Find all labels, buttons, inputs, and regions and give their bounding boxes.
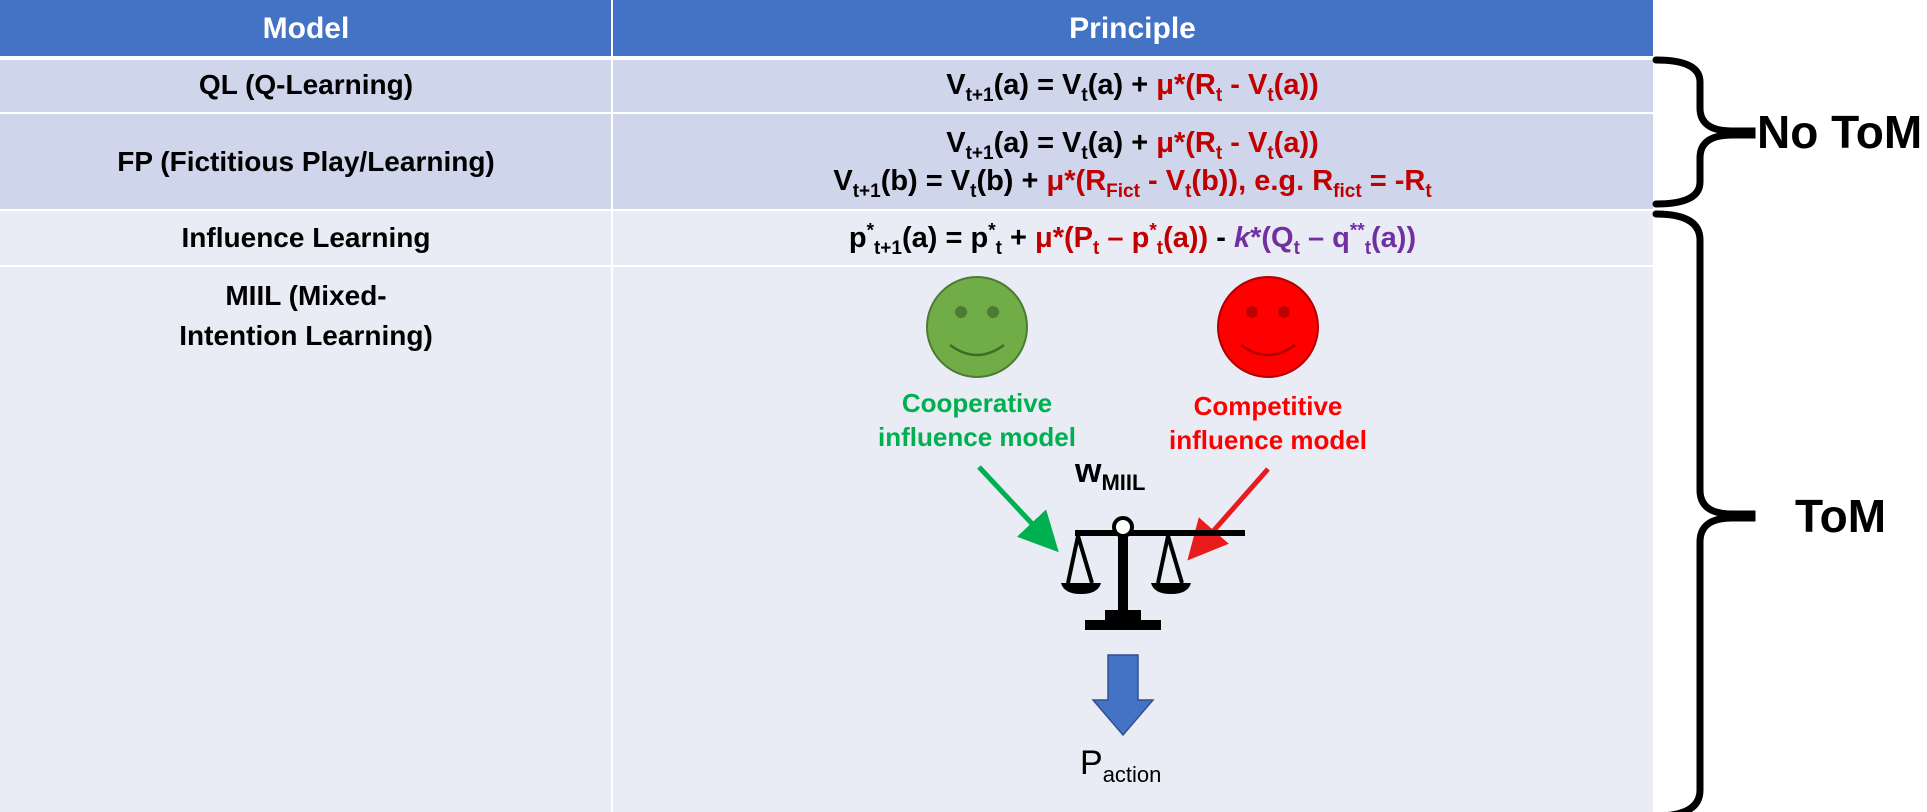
- fp-equation-2: Vt+1(b) = Vt(b) + μ*(RFict - Vt(b)), e.g…: [833, 164, 1432, 202]
- smiley-face-icon: [926, 276, 1028, 378]
- row-fp-model: FP (Fictitious Play/Learning): [0, 113, 612, 210]
- header-divider: [0, 56, 1653, 60]
- tom-brace: [1652, 210, 1756, 812]
- header-model: Model: [0, 0, 612, 57]
- row-divider: [0, 112, 1653, 114]
- down-arrow-icon: [1091, 654, 1155, 737]
- row-ql-model: QL (Q-Learning): [0, 57, 612, 113]
- column-divider: [611, 0, 613, 812]
- row-divider: [0, 265, 1653, 267]
- ql-equation: Vt+1(a) = Vt(a) + μ*(Rt - Vt(a)): [946, 69, 1319, 106]
- balance-scale-icon: [1061, 516, 1245, 630]
- fp-equation-1: Vt+1(a) = Vt(a) + μ*(Rt - Vt(a)): [946, 126, 1319, 164]
- cooperative-model-label: Cooperative influence model: [878, 388, 1076, 452]
- row-ql-formula: Vt+1(a) = Vt(a) + μ*(Rt - Vt(a)): [612, 57, 1653, 113]
- row-divider: [0, 209, 1653, 211]
- tom-label: ToM: [1795, 490, 1887, 542]
- competitive-model-label: Competitive influence model: [1169, 391, 1367, 455]
- no-tom-label: No ToM: [1757, 106, 1923, 158]
- row-fp-formula: Vt+1(a) = Vt(a) + μ*(Rt - Vt(a)) Vt+1(b)…: [612, 113, 1653, 210]
- il-equation: p*t+1(a) = p*t + μ*(Pt – p*t(a)) - k*(Qt…: [848, 220, 1417, 259]
- output-label: Paction: [1080, 744, 1162, 787]
- row-il-model: Influence Learning: [0, 210, 612, 266]
- weight-label: wMIIL: [1075, 452, 1146, 495]
- header-principle: Principle: [612, 0, 1653, 57]
- row-miil-model: MIIL (Mixed- Intention Learning): [0, 266, 612, 812]
- competitive-arrow: [1187, 467, 1270, 561]
- row-il-formula: p*t+1(a) = p*t + μ*(Pt – p*t(a)) - k*(Qt…: [612, 210, 1653, 266]
- cooperative-arrow: [977, 465, 1059, 553]
- no-tom-brace: [1652, 56, 1756, 208]
- smiley-face-icon: [1217, 276, 1319, 378]
